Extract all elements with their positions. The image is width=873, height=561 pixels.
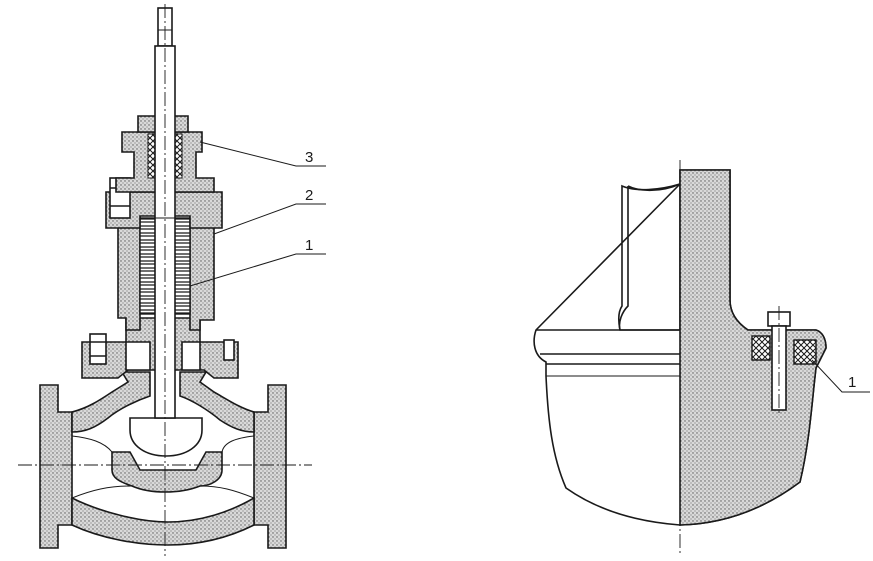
seal-detail-view: 1	[533, 160, 870, 556]
detail-bolt	[767, 306, 791, 416]
valve-plug	[129, 417, 203, 457]
seal-ring-left	[751, 335, 771, 361]
valve-body	[39, 371, 287, 549]
callout-1: 1	[305, 237, 313, 254]
detail-callout-1: 1	[848, 374, 856, 391]
callout-2: 2	[305, 187, 313, 204]
seal-ring-right	[793, 339, 817, 365]
valve-leaders	[189, 141, 326, 287]
callout-3: 3	[305, 149, 313, 166]
valve-section-view: 3 2 1	[18, 4, 326, 556]
